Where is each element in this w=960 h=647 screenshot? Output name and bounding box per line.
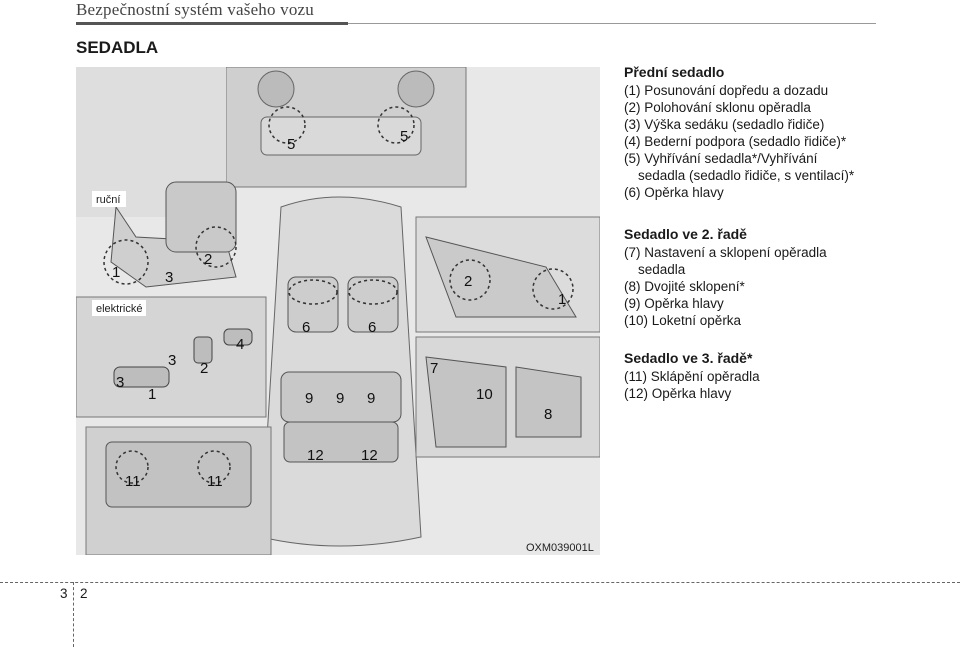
callout: 2 (464, 273, 472, 290)
footer-divider (73, 582, 74, 647)
third-row-section: Sedadlo ve 3. řadě* (11) Sklápění opěrad… (624, 350, 954, 402)
figure-code: OXM039001L (526, 542, 594, 554)
list-item: (6) Opěrka hlavy (624, 185, 724, 200)
chapter-number: 3 (60, 586, 68, 601)
callout: 1 (112, 264, 120, 281)
header-rule-thin (348, 23, 876, 24)
list-item: (10) Loketní opěrka (624, 313, 742, 328)
callout: 11 (207, 473, 223, 490)
list-item: (1) Posunování dopředu a dozadu (624, 83, 829, 98)
callout: 9 (367, 390, 375, 407)
callout: 12 (361, 447, 378, 464)
callout: 12 (307, 447, 324, 464)
callout: 9 (336, 390, 344, 407)
front-seat-title: Přední sedadlo (624, 64, 725, 80)
callout: 3 (116, 374, 124, 391)
page-number: 2 (80, 586, 88, 601)
callout: 6 (302, 319, 310, 336)
callout: 5 (287, 136, 295, 153)
list-item: (2) Polohování sklonu opěradla (624, 100, 811, 115)
list-item-continuation: sedadla (sedadlo řidiče, s ventilací)* (638, 168, 855, 183)
callout: 7 (430, 360, 438, 377)
label-manual: ruční (96, 194, 120, 206)
callout: 2 (204, 251, 212, 268)
front-seat-section: Přední sedadlo (1) Posunování dopředu a … (624, 64, 954, 201)
list-item-continuation: sedadla (638, 262, 686, 277)
callout: 10 (476, 386, 493, 403)
footer-rule (0, 582, 960, 583)
section-title: SEDADLA (76, 38, 159, 57)
callout: 8 (544, 406, 552, 423)
callout: 6 (368, 319, 376, 336)
running-header: Bezpečnostní systém vašeho vozu (76, 0, 315, 19)
list-item: (8) Dvojité sklopení* (624, 279, 745, 294)
callout: 3 (168, 352, 176, 369)
callout: 4 (236, 336, 244, 353)
label-electric: elektrické (96, 303, 142, 315)
callout: 3 (165, 269, 173, 286)
callout: 2 (200, 360, 208, 377)
callout: 1 (558, 291, 566, 308)
second-row-section: Sedadlo ve 2. řadě (7) Nastavení a sklop… (624, 226, 954, 329)
list-item: (3) Výška sedáku (sedadlo řidiče) (624, 117, 825, 132)
list-item: (4) Bederní podpora (sedadlo řidiče)* (624, 134, 847, 149)
callout-numbers: 5 5 1 3 2 6 6 2 1 3 2 3 1 4 7 10 8 9 9 9… (112, 128, 566, 490)
seats-drawing: ruční elektrické 5 5 1 3 2 6 6 2 1 3 2 3… (76, 67, 600, 555)
list-item: (11) Sklápění opěradla (624, 369, 760, 384)
list-item: (7) Nastavení a sklopení opěradla (624, 245, 827, 260)
list-item: (9) Opěrka hlavy (624, 296, 724, 311)
list-item: (5) Vyhřívání sedadla*/Vyhřívání (624, 151, 818, 166)
second-row-title: Sedadlo ve 2. řadě (624, 226, 747, 242)
header-rule (76, 22, 348, 25)
seats-illustration: ruční elektrické 5 5 1 3 2 6 6 2 1 3 2 3… (76, 67, 600, 555)
list-item: (12) Opěrka hlavy (624, 386, 732, 401)
callout: 11 (125, 473, 141, 490)
third-row-title: Sedadlo ve 3. řadě* (624, 350, 753, 366)
callout: 1 (148, 386, 156, 403)
callout: 5 (400, 128, 408, 145)
callout: 9 (305, 390, 313, 407)
